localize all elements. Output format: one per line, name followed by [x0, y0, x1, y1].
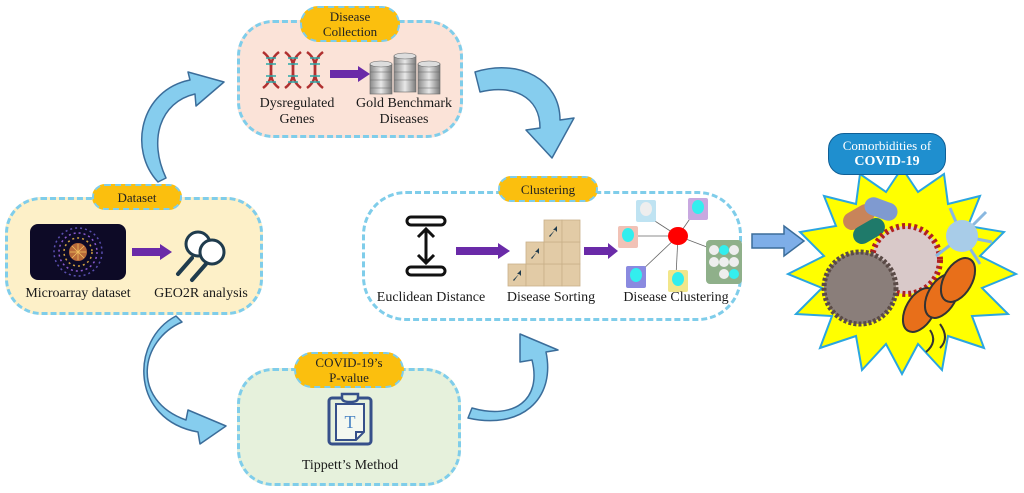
gold-benchmark-line1: Gold Benchmark	[355, 96, 453, 111]
collection-header-line1: Disease	[329, 9, 371, 24]
result-header: Comorbidities of COVID-19	[828, 133, 946, 175]
flow-arrow-icon	[456, 243, 510, 259]
dysregulated-genes-label: Dysregulated Genes	[252, 96, 342, 128]
network-cluster-icon	[618, 198, 742, 292]
database-icon	[369, 52, 441, 95]
collection-header: Disease Collection	[300, 6, 400, 42]
tippett-method-label: Tippett’s Method	[301, 458, 399, 473]
flow-arrow-icon	[132, 244, 172, 260]
clipboard-glyph: T	[345, 412, 356, 432]
clustering-header: Clustering	[498, 176, 598, 202]
geo2r-label: GEO2R analysis	[154, 286, 248, 301]
pvalue-header-line2: P-value	[329, 370, 369, 385]
microarray-label: Microarray dataset	[25, 286, 131, 301]
dataset-header-text: Dataset	[117, 189, 157, 205]
comorbidity-burst	[785, 166, 1019, 377]
result-header-line2: COVID-19	[854, 154, 920, 169]
bacteria-icon	[843, 197, 898, 244]
euclidean-distance-label: Euclidean Distance	[376, 290, 486, 305]
microarray-image	[30, 224, 126, 280]
clustering-header-text: Clustering	[520, 181, 576, 197]
gold-benchmark-line2: Diseases	[379, 112, 429, 127]
sorting-blocks-icon	[507, 219, 581, 287]
coronavirus-grey-icon	[821, 249, 899, 327]
pvalue-header-line1: COVID-19’s	[315, 355, 383, 370]
distance-icon	[405, 215, 447, 277]
orange-bacteria-icon	[901, 257, 977, 353]
dysregulated-genes-line1: Dysregulated	[259, 96, 335, 111]
dataset-header: Dataset	[92, 184, 182, 210]
result-arrow-icon	[751, 224, 806, 258]
flow-arrow-icon	[584, 243, 618, 259]
blue-virus-icon	[935, 207, 993, 265]
collection-header-line2: Collection	[322, 24, 378, 39]
gold-benchmark-label: Gold Benchmark Diseases	[348, 96, 460, 128]
flow-arrow-icon	[330, 66, 370, 82]
result-header-line1: Comorbidities of	[842, 138, 932, 153]
magnifier-icon	[176, 230, 226, 282]
clipboard-icon: T	[327, 392, 373, 446]
pvalue-header: COVID-19’s P-value	[294, 352, 404, 388]
dysregulated-genes-line2: Genes	[279, 112, 315, 127]
disease-sorting-label: Disease Sorting	[506, 290, 596, 305]
disease-clustering-label: Disease Clustering	[623, 290, 729, 305]
dna-icon	[262, 51, 324, 89]
